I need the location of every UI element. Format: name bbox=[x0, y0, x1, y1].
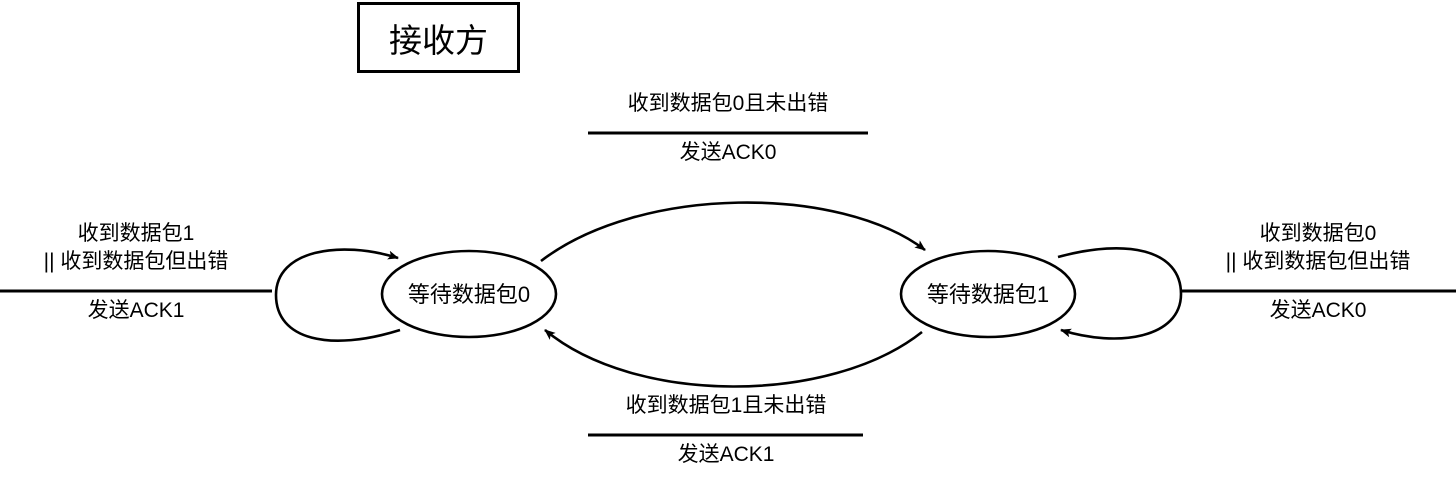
self-loop-left-condition-line2: || 收到数据包但出错 bbox=[43, 250, 229, 273]
transition-bottom-action: 发送ACK1 bbox=[677, 443, 775, 466]
self-loop-left-condition-line1: 收到数据包1 bbox=[77, 222, 195, 245]
self-loop-right-arrow bbox=[1057, 247, 1183, 340]
transition-bottom-condition: 收到数据包1且未出错 bbox=[625, 394, 827, 417]
self-loop-right-condition-line1: 收到数据包0 bbox=[1259, 222, 1377, 245]
self-loop-left-action: 发送ACK1 bbox=[87, 299, 185, 322]
state-node-wait-pkt0 bbox=[380, 249, 558, 339]
transition-arrow-bottom bbox=[544, 329, 923, 388]
diagram-title-box: 接收方 bbox=[357, 2, 520, 73]
transition-arrow-top bbox=[540, 201, 926, 263]
self-loop-right-condition-line2: || 收到数据包但出错 bbox=[1225, 250, 1411, 273]
state-node-wait-pkt1 bbox=[899, 249, 1077, 339]
transition-top-action: 发送ACK0 bbox=[679, 141, 777, 164]
page-title: 接收方 bbox=[389, 21, 488, 59]
self-loop-right-action: 发送ACK0 bbox=[1269, 299, 1367, 322]
state-label-wait-pkt1: 等待数据包1 bbox=[926, 282, 1050, 307]
transition-top-condition: 收到数据包0且未出错 bbox=[627, 92, 829, 115]
state-label-wait-pkt0: 等待数据包0 bbox=[407, 282, 531, 307]
self-loop-left-arrow bbox=[274, 248, 401, 342]
